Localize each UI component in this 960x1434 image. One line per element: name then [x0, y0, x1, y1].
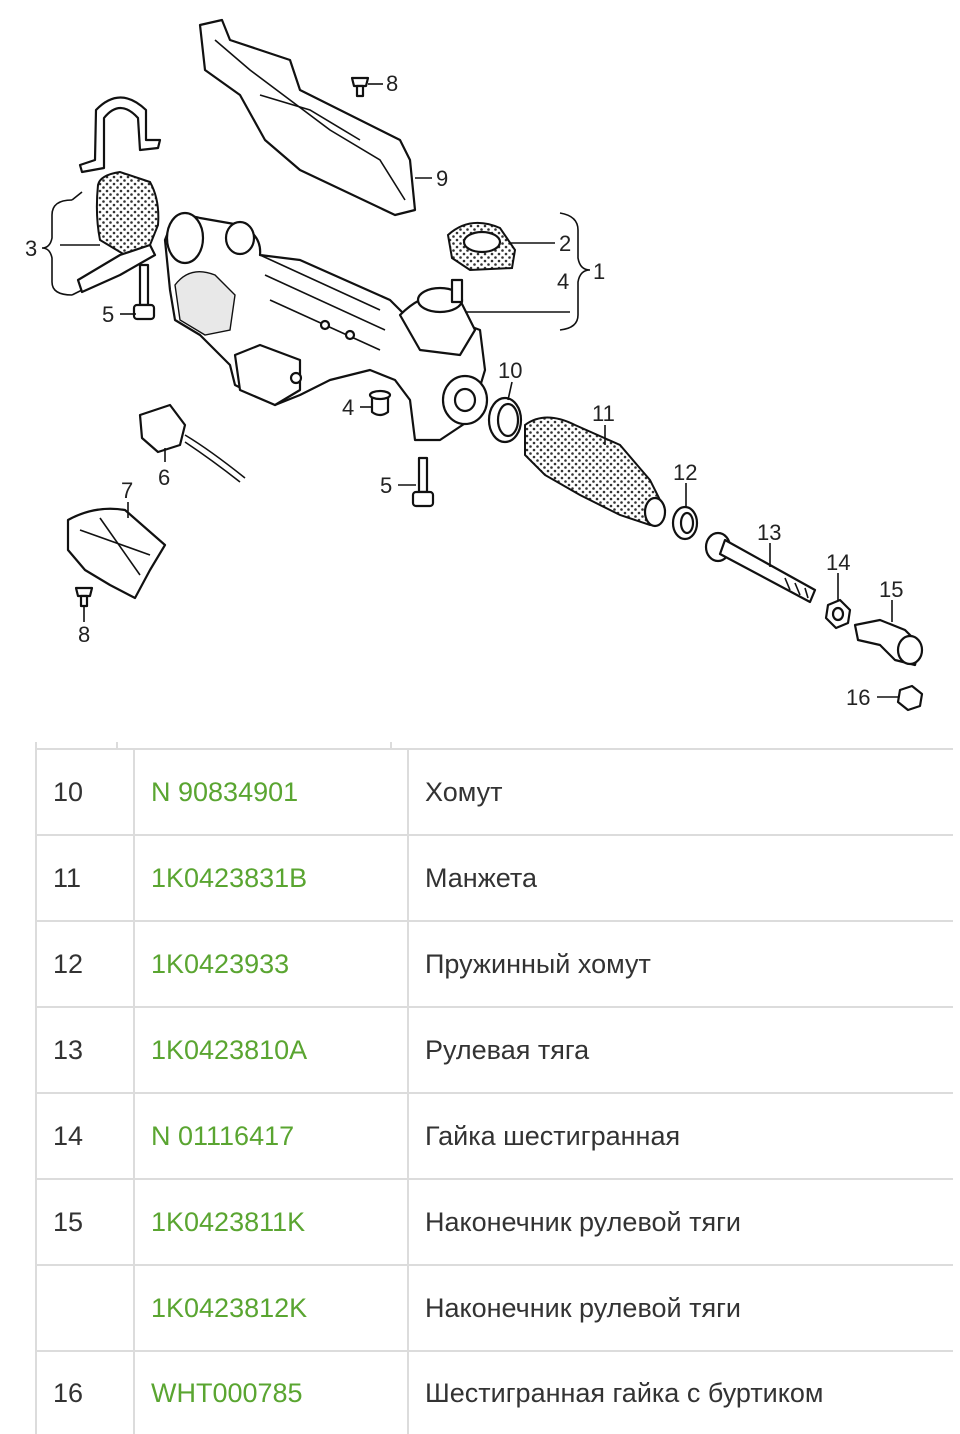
table-row: 15 1K0423811K Наконечник рулевой тяги — [35, 1178, 953, 1265]
part-number: 15 — [35, 1178, 135, 1265]
sensor-connector-part — [138, 403, 246, 483]
table-edge — [116, 742, 118, 748]
flange-nut-part — [896, 684, 924, 712]
callout-16: 16 — [846, 685, 870, 710]
callout-5-left: 5 — [102, 302, 114, 327]
part-description: Пружинный хомут — [408, 920, 953, 1007]
table-row: 14 N 01116417 Гайка шестигранная — [35, 1092, 953, 1179]
callout-2: 2 — [559, 231, 571, 256]
part-description: Хомут — [408, 748, 953, 835]
part-code-link[interactable]: N 01116417 — [134, 1092, 409, 1179]
bolt-lower-part — [411, 456, 435, 508]
table-row: 1K0423812K Наконечник рулевой тяги — [35, 1264, 953, 1351]
exploded-parts-diagram: 8 9 2 4 1 3 5 4 5 10 11 12 13 14 15 16 6… — [25, 18, 924, 712]
part-description: Манжета — [408, 834, 953, 921]
part-number: 14 — [35, 1092, 135, 1179]
rubber-mount-part — [446, 221, 517, 272]
table-row: 13 1K0423810A Рулевая тяга — [35, 1006, 953, 1093]
part-code-link[interactable]: WHT000785 — [134, 1350, 409, 1434]
callout-7: 7 — [121, 478, 133, 503]
steering-rack-part — [163, 211, 489, 442]
part-code-link[interactable]: 1K0423811K — [134, 1178, 409, 1265]
protective-cover-part — [66, 507, 167, 600]
tie-rod-part — [704, 531, 817, 604]
part-code-link[interactable]: 1K0423812K — [134, 1264, 409, 1351]
callout-14: 14 — [826, 550, 850, 575]
callout-5-lower: 5 — [380, 473, 392, 498]
table-edge — [390, 742, 392, 748]
callout-8-top: 8 — [386, 71, 398, 96]
part-number — [35, 1264, 135, 1351]
callout-4-right: 4 — [557, 269, 569, 294]
table-edge — [35, 742, 37, 748]
callout-1: 1 — [593, 259, 605, 284]
part-number: 16 — [35, 1350, 135, 1434]
part-description: Шестигранная гайка с буртиком — [408, 1350, 953, 1434]
part-number: 11 — [35, 834, 135, 921]
callout-9: 9 — [436, 166, 448, 191]
tie-rod-end-part — [853, 618, 924, 667]
part-description: Рулевая тяга — [408, 1006, 953, 1093]
bolt-part — [132, 263, 156, 321]
part-code-link[interactable]: N 90834901 — [134, 748, 409, 835]
heat-shield-part — [198, 18, 417, 217]
hose-clamp-part — [487, 396, 523, 444]
table-row: 16 WHT000785 Шестигранная гайка с буртик… — [35, 1350, 953, 1434]
callout-8-bottom: 8 — [78, 622, 90, 647]
callout-12: 12 — [673, 460, 697, 485]
part-description: Наконечник рулевой тяги — [408, 1178, 953, 1265]
part-code-link[interactable]: 1K0423831B — [134, 834, 409, 921]
callout-10: 10 — [498, 358, 522, 383]
callout-6: 6 — [158, 465, 170, 490]
callout-3: 3 — [25, 236, 37, 261]
small-bolt-part — [368, 389, 392, 417]
part-description: Наконечник рулевой тяги — [408, 1264, 953, 1351]
hex-nut-part — [824, 598, 852, 630]
parts-table: 10 N 90834901 Хомут 11 1K0423831B Манжет… — [35, 748, 953, 1434]
callout-11: 11 — [592, 401, 615, 426]
part-number: 10 — [35, 748, 135, 835]
spring-clamp-part — [671, 505, 699, 541]
screw-part — [74, 76, 370, 608]
part-code-link[interactable]: 1K0423810A — [134, 1006, 409, 1093]
mounting-clamp-part — [76, 96, 162, 294]
part-number: 12 — [35, 920, 135, 1007]
part-description: Гайка шестигранная — [408, 1092, 953, 1179]
leader-lines — [41, 83, 898, 698]
table-row: 11 1K0423831B Манжета — [35, 834, 953, 921]
table-row: 10 N 90834901 Хомут — [35, 748, 953, 835]
table-row: 12 1K0423933 Пружинный хомут — [35, 920, 953, 1007]
part-code-link[interactable]: 1K0423933 — [134, 920, 409, 1007]
callout-4-lower: 4 — [342, 395, 354, 420]
callout-13: 13 — [757, 520, 781, 545]
rubber-boot-part — [524, 416, 667, 528]
callout-15: 15 — [879, 577, 903, 602]
part-number: 13 — [35, 1006, 135, 1093]
